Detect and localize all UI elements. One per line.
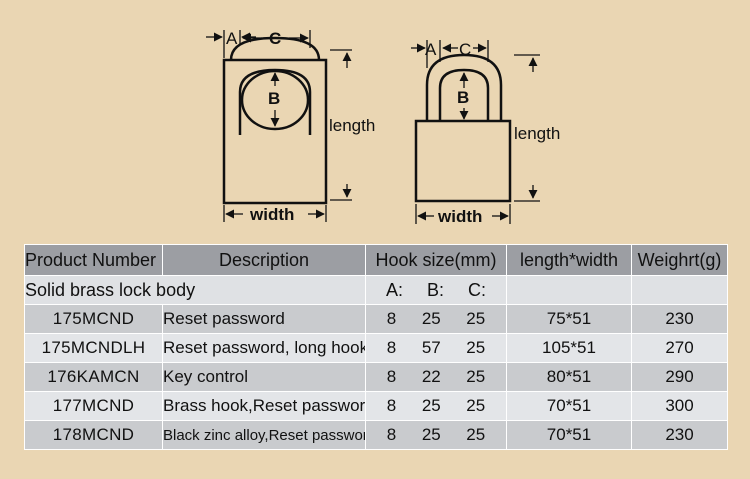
header-weight: Weighrt(g) <box>631 244 728 276</box>
hook-b: 22 <box>421 367 441 386</box>
length-width: 75*51 <box>506 304 632 334</box>
hook-a: 8 <box>386 367 397 386</box>
table-row: 175MCND Reset password 8 25 25 75*51 230 <box>24 304 728 334</box>
product-number: 176KAMCN <box>24 362 163 392</box>
weight: 300 <box>631 391 728 421</box>
weight: 230 <box>631 420 728 450</box>
product-number: 175MCNDLH <box>24 333 163 363</box>
hook-c: 25 <box>466 338 486 357</box>
hook-c: 25 <box>466 396 486 415</box>
table-header-row: Product Number Description Hook size(mm)… <box>24 244 728 276</box>
hook-b: 25 <box>421 425 441 444</box>
hook-size-cell: 8 25 25 <box>365 304 507 334</box>
hook-c: 25 <box>466 309 486 328</box>
padlock-dimension-diagram: A C B length width A C B length width <box>206 29 560 226</box>
description: Black zinc alloy,Reset password <box>162 420 366 450</box>
hook-c: 25 <box>466 367 486 386</box>
hook-b: 25 <box>421 396 441 415</box>
left-length-label: length <box>329 116 375 135</box>
product-number: 178MCND <box>24 420 163 450</box>
hook-a: 8 <box>386 338 397 357</box>
left-label-c: C <box>269 29 281 48</box>
hook-a: 8 <box>386 309 397 328</box>
section-row: Solid brass lock body A: B: C: <box>24 275 728 305</box>
section-label: Solid brass lock body <box>24 275 366 305</box>
left-width-label: width <box>249 205 294 224</box>
right-width-label: width <box>437 207 482 226</box>
hook-a: 8 <box>386 396 397 415</box>
left-padlock-outline <box>222 36 328 205</box>
table-row: 178MCND Black zinc alloy,Reset password … <box>24 420 728 450</box>
right-label-c: C <box>459 40 471 59</box>
right-padlock-outline <box>414 53 512 203</box>
hook-sub-headers: A: B: C: <box>365 275 507 305</box>
right-label-a: A <box>425 40 437 59</box>
header-hook-size: Hook size(mm) <box>365 244 507 276</box>
product-number: 175MCND <box>24 304 163 334</box>
hook-sub-c: C: <box>467 279 486 300</box>
section-empty-weight <box>631 275 728 305</box>
description: Key control <box>162 362 366 392</box>
length-width: 105*51 <box>506 333 632 363</box>
left-label-b: B <box>268 89 280 108</box>
weight: 230 <box>631 304 728 334</box>
header-length-width: length*width <box>506 244 632 276</box>
hook-b: 57 <box>421 338 441 357</box>
header-description: Description <box>162 244 366 276</box>
length-width: 80*51 <box>506 362 632 392</box>
table-row: 175MCNDLH Reset password, long hook 8 57 2… <box>24 333 728 363</box>
right-length-label: length <box>514 124 560 143</box>
hook-sub-b: B: <box>426 279 444 300</box>
right-label-b: B <box>457 88 469 107</box>
hook-sub-a: A: <box>385 279 403 300</box>
length-width: 70*51 <box>506 420 632 450</box>
hook-size-cell: 8 25 25 <box>365 420 507 450</box>
product-number: 177MCND <box>24 391 163 421</box>
header-product-number: Product Number <box>24 244 163 276</box>
hook-size-cell: 8 25 25 <box>365 391 507 421</box>
section-empty-size <box>506 275 632 305</box>
left-label-a: A <box>226 29 238 48</box>
hook-size-cell: 8 22 25 <box>365 362 507 392</box>
weight: 290 <box>631 362 728 392</box>
hook-c: 25 <box>466 425 486 444</box>
spec-table: Product Number Description Hook size(mm)… <box>24 244 728 450</box>
description: Reset password, long hook <box>162 333 366 363</box>
weight: 270 <box>631 333 728 363</box>
description: Reset password <box>162 304 366 334</box>
hook-a: 8 <box>386 425 397 444</box>
length-width: 70*51 <box>506 391 632 421</box>
hook-size-cell: 8 57 25 <box>365 333 507 363</box>
table-row: 176KAMCN Key control 8 22 25 80*51 290 <box>24 362 728 392</box>
description: Brass hook,Reset password <box>162 391 366 421</box>
hook-b: 25 <box>421 309 441 328</box>
